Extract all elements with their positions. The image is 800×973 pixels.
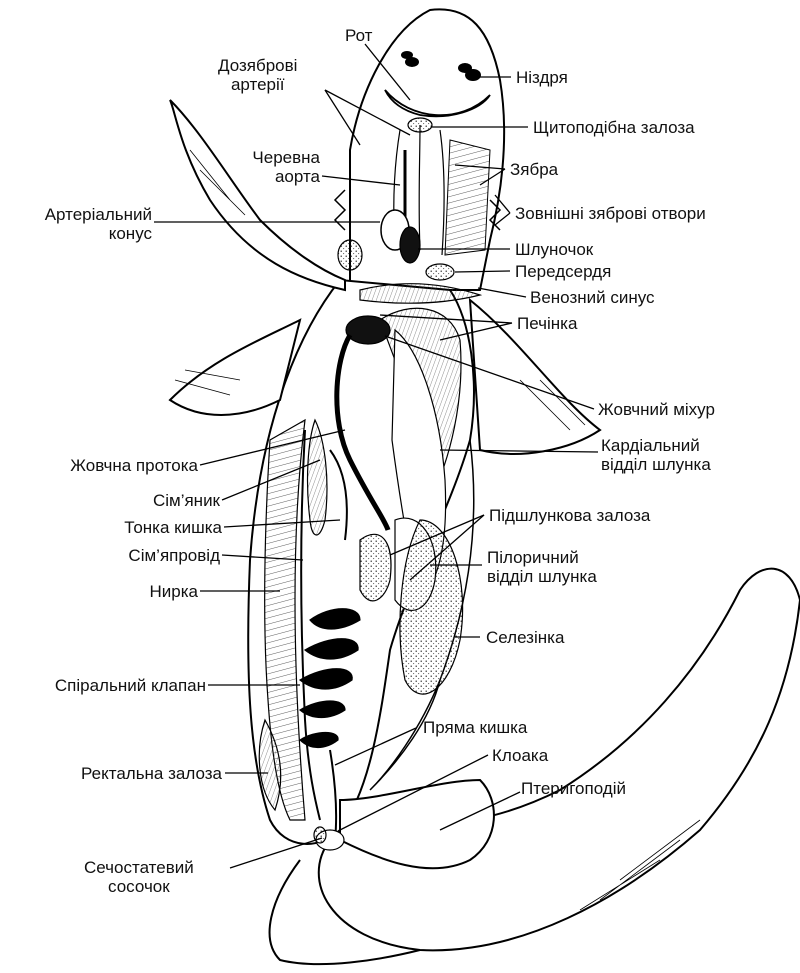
label-atrium: Передсердя [515,262,611,281]
label-mouth: Рот [345,26,372,45]
label-nostril: Ніздря [516,68,568,87]
label-afferent-arteries-line2: артерії [218,75,297,94]
gallbladder [346,316,390,344]
label-ventral-aorta-line1: Черевна [230,148,320,167]
label-conus-arteriosus-line2: конус [10,224,152,243]
label-testis: Сім’яник [60,491,220,510]
label-spiral-valve: Спіральний клапан [4,676,206,695]
eye-right [459,64,471,72]
label-rectal-gland: Ректальна залоза [10,764,222,783]
gill-pad [338,240,362,270]
atrium [426,264,454,280]
thyroid-gland [408,118,432,132]
label-ventral-aorta-line2: аорта [230,167,320,186]
label-pancreas: Підшлункова залоза [489,506,650,525]
label-gills: Зябра [510,160,558,179]
label-liver: Печінка [517,314,577,333]
label-rectum: Пряма кишка [423,718,527,737]
label-pyloric-stomach-line2: відділ шлунка [487,567,597,586]
gills-shaded [445,140,490,255]
label-kidney: Нирка [60,582,198,601]
label-external-gill-slits: Зовнішні зяброві отвори [515,204,706,223]
label-sperm-duct: Сім’япровід [40,546,220,565]
label-thyroid-gland: Щитоподібна залоза [533,118,695,137]
left-pectoral-fin [170,100,345,290]
pancreas [360,534,391,601]
label-cardiac-stomach: Кардіальний відділ шлунка [601,436,711,474]
label-ventricle: Шлуночок [515,240,593,259]
label-cardiac-stomach-line1: Кардіальний [601,436,711,455]
label-urogenital-papilla-line1: Сечостатевий [84,858,194,877]
label-urogenital-papilla: Сечостатевий сосочок [84,858,194,896]
label-conus-arteriosus-line1: Артеріальний [10,205,152,224]
label-ventral-aorta: Черевна аорта [230,148,320,186]
label-bile-duct: Жовчна протока [20,456,198,475]
label-gallbladder: Жовчний міхур [598,400,715,419]
label-cloaca: Клоака [492,746,548,765]
label-conus-arteriosus: Артеріальний конус [10,205,152,243]
label-pyloric-stomach-line1: Пілоричний [487,548,597,567]
left-lower-fin [170,320,300,415]
label-pterygopodium: Птеригоподій [521,779,626,798]
label-pyloric-stomach: Пілоричний відділ шлунка [487,548,597,586]
label-cardiac-stomach-line2: відділ шлунка [601,455,711,474]
label-small-intestine: Тонка кишка [40,518,222,537]
nostril-left [406,58,418,66]
label-spleen: Селезінка [486,628,564,647]
label-venous-sinus: Венозний синус [530,288,655,307]
ventricle [400,227,420,263]
label-afferent-arteries: Дозяброві артерії [218,56,297,94]
eye-left [402,52,412,58]
label-afferent-arteries-line1: Дозяброві [218,56,297,75]
label-urogenital-papilla-line2: сосочок [84,877,194,896]
